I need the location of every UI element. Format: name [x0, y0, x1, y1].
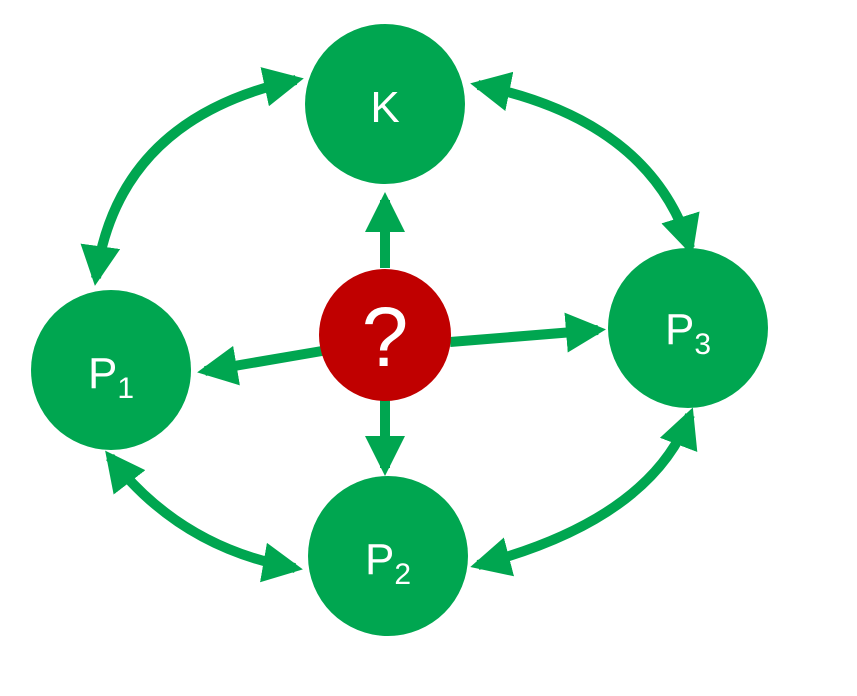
svg-text:P2: P2	[365, 535, 411, 591]
svg-text:P1: P1	[88, 349, 134, 405]
node-p2-subscript: 2	[394, 558, 411, 591]
arrow-p1-p2	[105, 450, 303, 583]
svg-text:P3: P3	[665, 305, 711, 361]
node-p3-label: P	[665, 305, 694, 354]
node-p3-subscript: 3	[694, 328, 711, 361]
node-p2-label: P	[365, 535, 394, 584]
node-p3: P3	[608, 248, 768, 408]
arrow-center-p3	[449, 312, 606, 353]
node-k-label: K	[370, 83, 399, 132]
node-p2: P2	[308, 476, 468, 636]
node-p1-label: P	[88, 349, 117, 398]
node-p1: P1	[31, 290, 191, 450]
node-center-label: ?	[362, 290, 409, 384]
node-center: ?	[319, 269, 451, 401]
arrow-center-p1	[197, 345, 323, 386]
arrow-k-p1	[80, 67, 304, 286]
arrow-k-p3	[470, 71, 700, 256]
arrow-p2-p3	[470, 407, 698, 577]
node-k: K	[305, 24, 465, 184]
node-p1-subscript: 1	[117, 372, 134, 405]
